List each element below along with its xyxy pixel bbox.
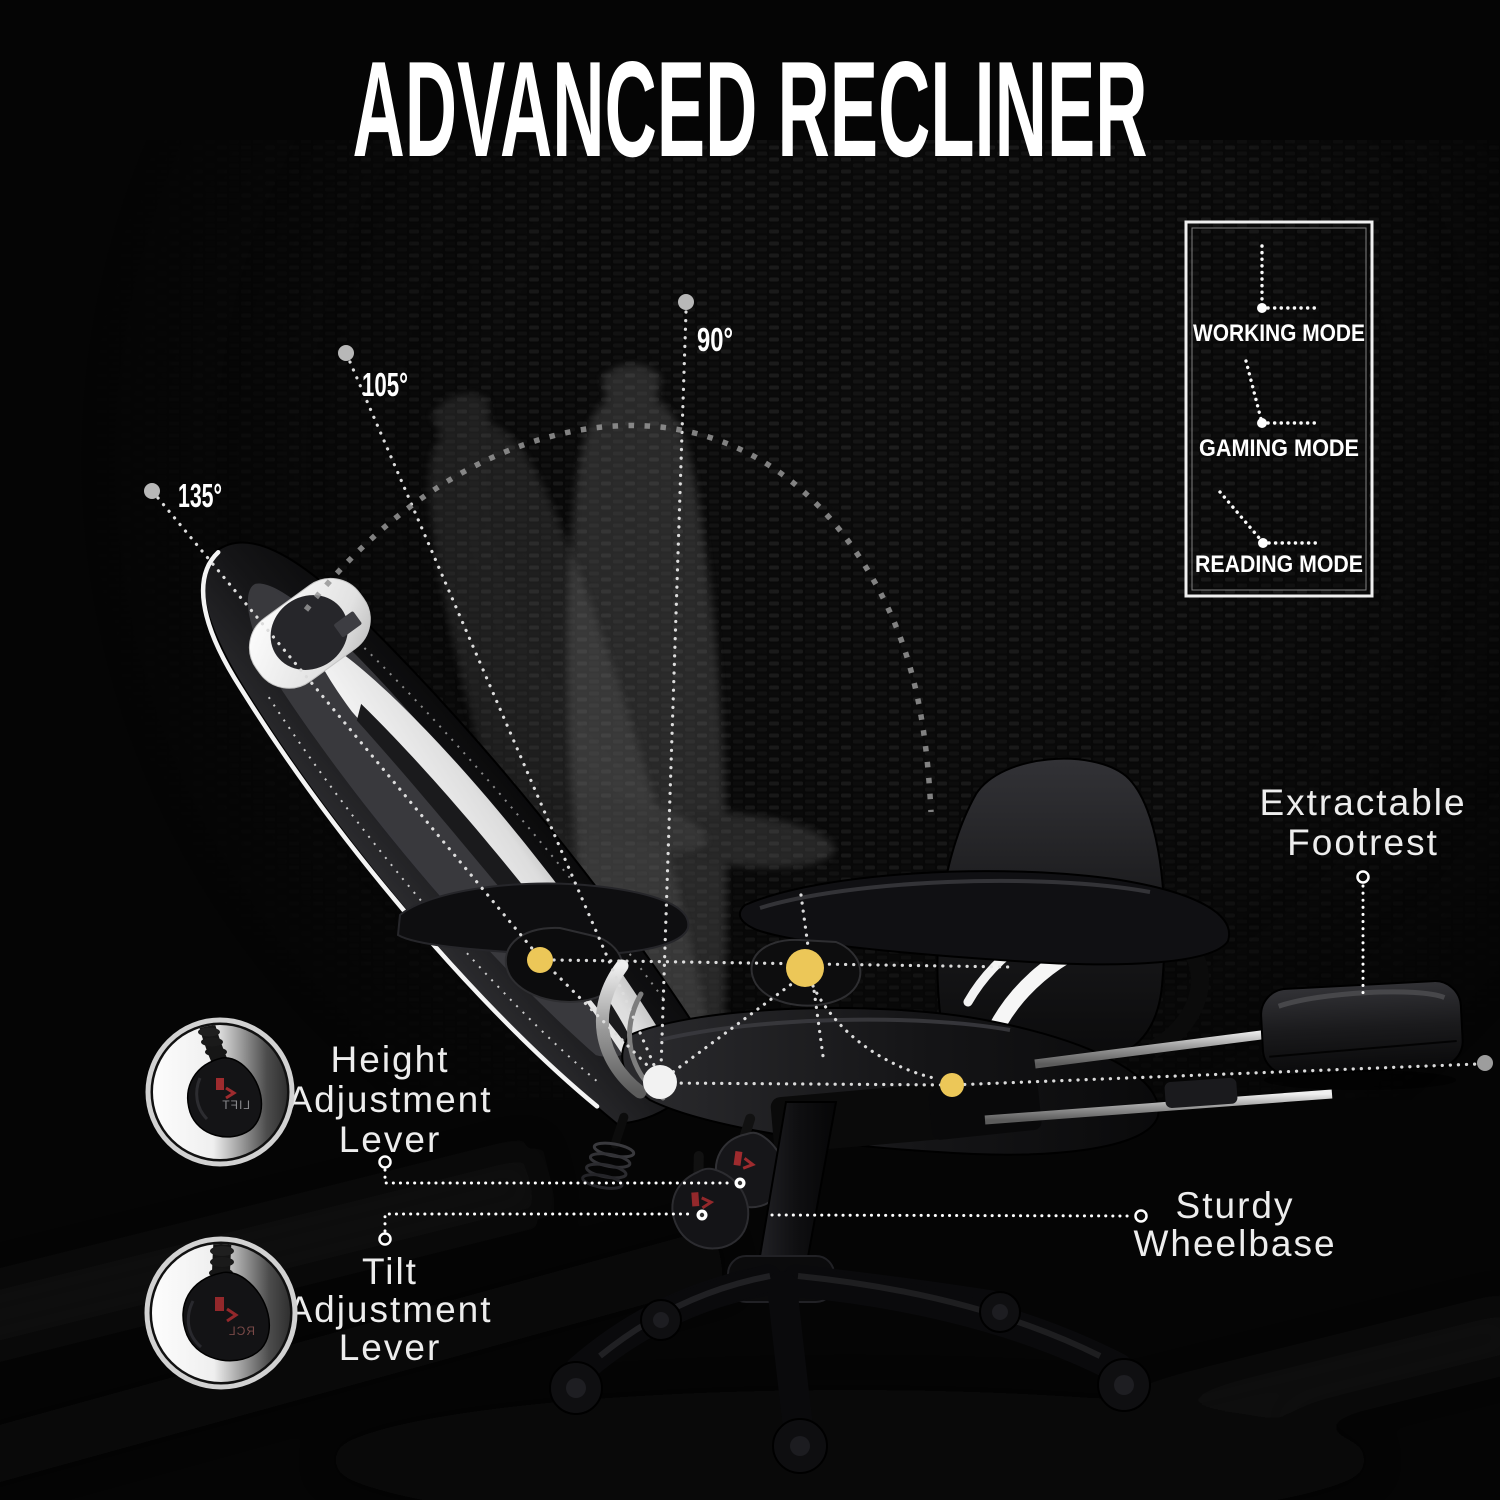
armrest-highlight (759, 878, 1151, 910)
lift-tag-text: LIFT (221, 1098, 250, 1112)
footrest-line-end-dot (1477, 1055, 1493, 1071)
angle-ray-105 (348, 360, 659, 1074)
white-piping (200, 549, 600, 1109)
angle-rays (156, 310, 688, 1078)
tilt-label-line2: Adjustment (287, 1289, 492, 1330)
angle-ray-90 (659, 310, 688, 1070)
tilt-label-line1: Tilt (362, 1251, 418, 1292)
tilt-lever-paddle (671, 1150, 750, 1250)
seat-edge-highlight (659, 1017, 1011, 1042)
callout-tilt-lever: Tilt Adjustment Lever (287, 1251, 492, 1368)
inset-height-lever: LIFT (145, 1017, 295, 1167)
armrest-near-pad (738, 870, 1231, 966)
spring-coil (581, 1112, 636, 1190)
angle-marker-dot-135 (144, 483, 160, 499)
callout-wheelbase: Sturdy Wheelbase (1133, 1185, 1336, 1264)
headrest-pillow (248, 577, 371, 689)
inset-tilt-lever: RCL (144, 1236, 298, 1390)
footrest-label-line1: Extractable (1259, 782, 1466, 823)
angle-label-105: 105° (362, 366, 408, 403)
angle-marker-dot-105 (338, 345, 354, 361)
rail-bracket (1164, 1077, 1238, 1109)
footrest-label-line2: Footrest (1287, 822, 1439, 863)
callout-connectors (383, 884, 1365, 1233)
footrest-rail-upper (1034, 1026, 1293, 1069)
armrest-near-pivot-dot (786, 949, 824, 987)
angle-label-90: 90° (697, 321, 733, 358)
caster-rear-left (640, 1299, 682, 1341)
legend-label-reading: READING MODE (1195, 551, 1363, 578)
tilt-connector (383, 1212, 696, 1233)
tilt-label-line3: Lever (339, 1327, 442, 1368)
footrest (928, 980, 1464, 1140)
height-label-line2: Adjustment (287, 1079, 492, 1120)
tilt-lever-photo (182, 1271, 270, 1362)
caster-rear-right (979, 1291, 1021, 1333)
rcl-tag-text: RCL (228, 1324, 255, 1338)
callout-footrest: Extractable Footrest (1259, 782, 1466, 863)
caster-front-left (549, 1361, 603, 1415)
height-label-line3: Lever (339, 1119, 442, 1160)
page-title: ADVANCED RECLINER (353, 33, 1148, 185)
armrest-support (1147, 942, 1209, 1058)
armrest-far-pad (396, 882, 690, 956)
ghost-backrest-105 (378, 374, 738, 1116)
caster-front-right (1097, 1358, 1151, 1412)
seat-front-pivot-dot (940, 1073, 964, 1097)
footrest-rail-lower (984, 1089, 1333, 1125)
legend-box: WORKING MODE GAMING MODE READING MODE (1184, 220, 1374, 598)
legend-label-working: WORKING MODE (1193, 320, 1365, 347)
wheelbase-label-line2: Wheelbase (1133, 1223, 1336, 1264)
callout-height-lever: Height Adjustment Lever (287, 1039, 492, 1160)
angle-marker-dot-90 (678, 294, 694, 310)
recline-pivot-dot (643, 1065, 677, 1099)
armrest-far-pivot-dot (527, 947, 553, 973)
legend-label-gaming: GAMING MODE (1199, 435, 1359, 462)
gaming-chair-illustration (200, 541, 1464, 1474)
caster-center (772, 1418, 828, 1474)
wheelbase-label-line1: Sturdy (1176, 1185, 1295, 1226)
footrest-cushion (1260, 980, 1464, 1076)
recline-arc (303, 422, 934, 813)
angle-ray-135 (156, 496, 660, 1078)
height-connector (383, 1168, 735, 1185)
connector-endpoints (378, 870, 1370, 1246)
wheelbase (549, 1264, 1151, 1474)
angle-label-135: 135° (178, 477, 222, 514)
height-label-line1: Height (331, 1039, 450, 1080)
reading-mode-icon (1218, 490, 1262, 541)
recline-mechanism-chrome (595, 959, 647, 1099)
